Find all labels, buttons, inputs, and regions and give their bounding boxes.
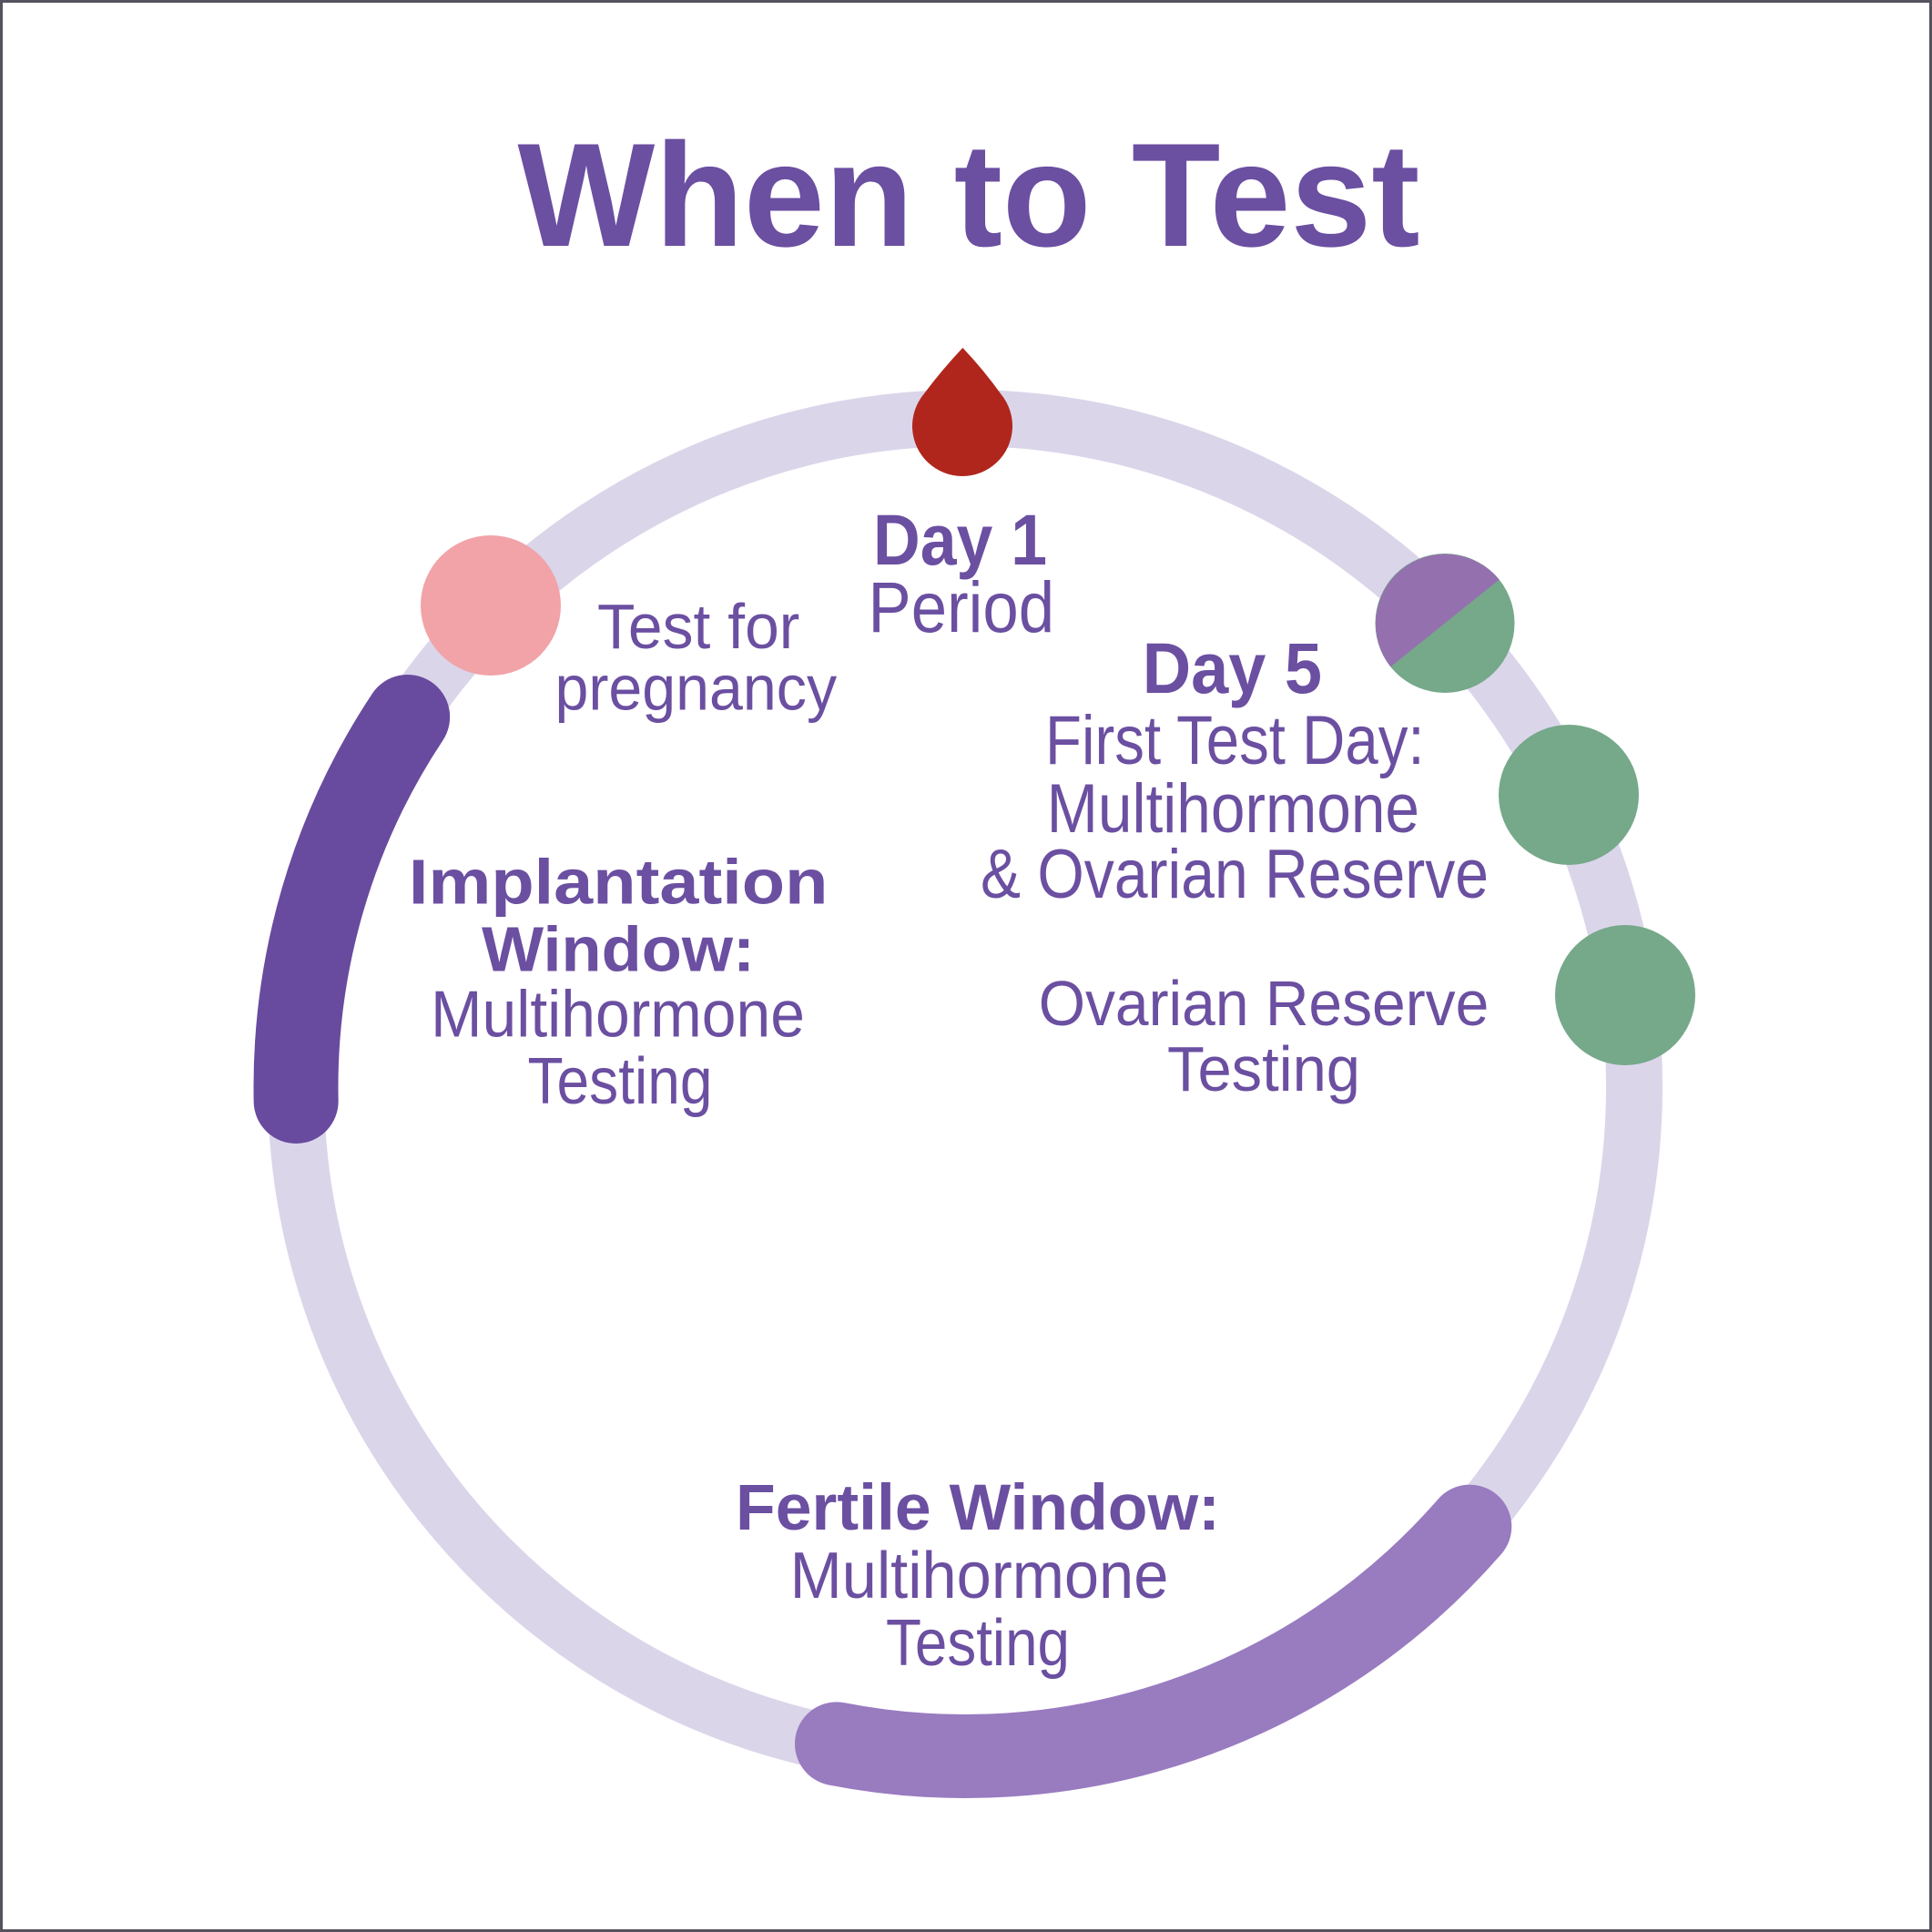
svg-text:Testing: Testing xyxy=(1167,1033,1360,1104)
svg-text:Test for: Test for xyxy=(597,591,799,662)
svg-text:Testing: Testing xyxy=(528,1045,713,1118)
svg-text:First Test Day:: First Test Day: xyxy=(1045,702,1425,779)
svg-text:pregnancy: pregnancy xyxy=(554,652,837,723)
svg-text:Multihormone: Multihormone xyxy=(790,1540,1169,1612)
svg-text:Multihormone: Multihormone xyxy=(431,979,805,1052)
svg-text:Day 1: Day 1 xyxy=(873,499,1047,580)
svg-text:When to Test: When to Test xyxy=(518,113,1420,278)
svg-text:Day 5: Day 5 xyxy=(1143,627,1322,708)
svg-text:Testing: Testing xyxy=(886,1607,1070,1680)
svg-text:Ovarian Reserve: Ovarian Reserve xyxy=(1039,968,1490,1039)
svg-text:Window:: Window: xyxy=(482,913,755,984)
svg-text:Multihormone: Multihormone xyxy=(1047,770,1419,848)
svg-text:Fertile Window:: Fertile Window: xyxy=(736,1472,1220,1544)
svg-text:& Ovarian Reserve: & Ovarian Reserve xyxy=(981,836,1489,913)
svg-text:Implantation: Implantation xyxy=(409,847,829,918)
svg-text:Period: Period xyxy=(869,566,1055,647)
